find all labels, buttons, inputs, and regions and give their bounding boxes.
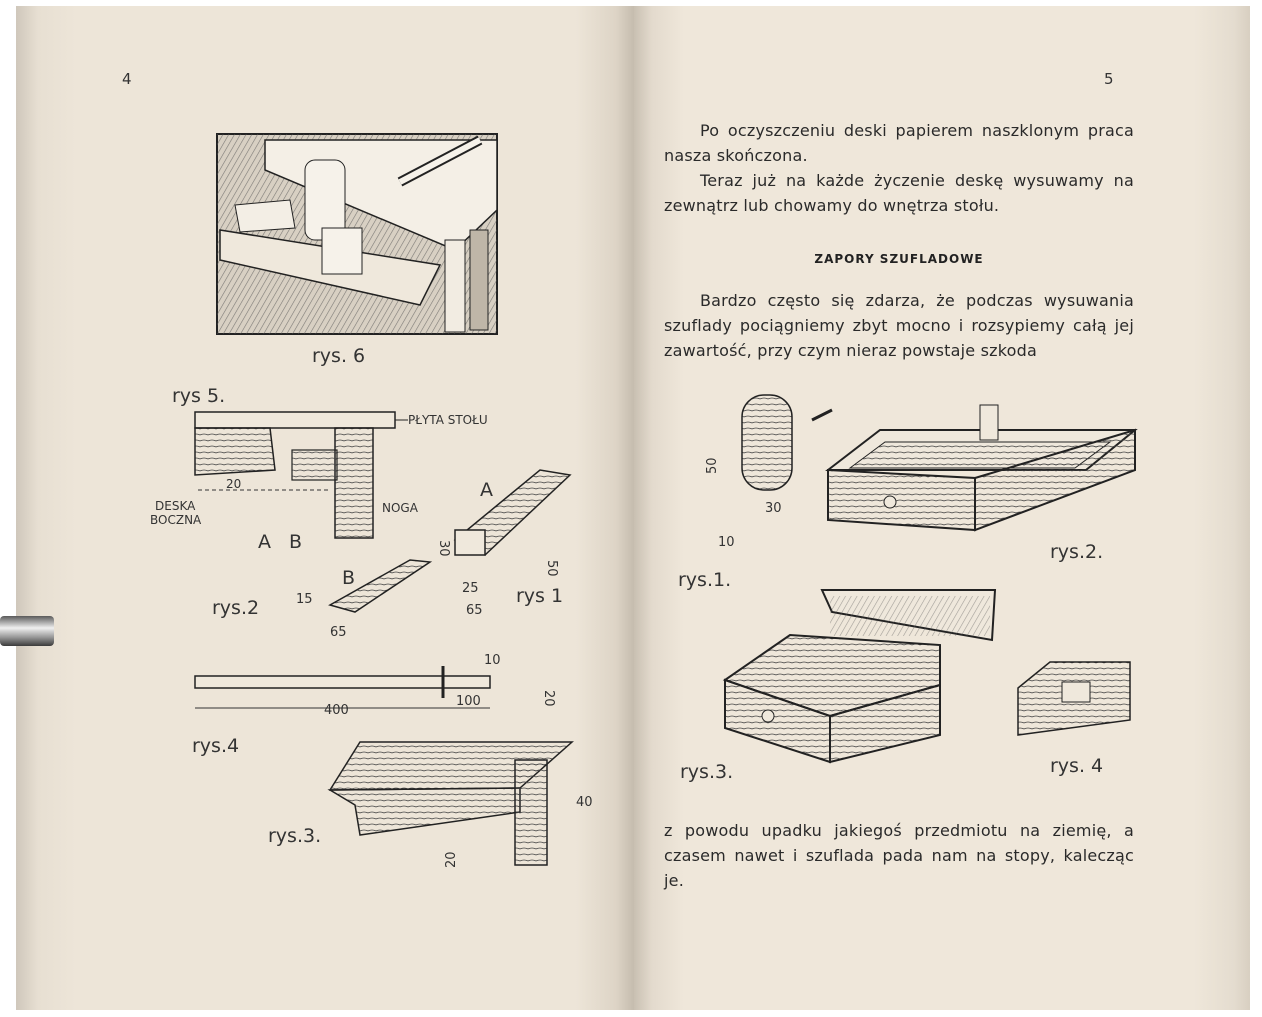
figure-4-right-illustration: rys. 4 bbox=[1017, 661, 1131, 777]
figure-1-right-illustration: 50 30 10 rys.1. bbox=[678, 394, 833, 591]
label-b2: B bbox=[342, 567, 355, 589]
paragraph-1: Po oczyszczeniu deski papierem naszklony… bbox=[664, 121, 1134, 165]
plyta-label: PŁYTA STOŁU bbox=[408, 413, 488, 427]
dim-30: 30 bbox=[436, 540, 451, 557]
dim-10-right: 10 bbox=[718, 535, 735, 550]
figure-1-left-illustration: A 30 50 25 65 rys 1 bbox=[436, 469, 572, 618]
paragraph-2: Teraz już na każde życzenie deskę wysuwa… bbox=[664, 171, 1134, 215]
fig3-caption-left: rys.3. bbox=[268, 825, 321, 847]
page-number-left: 4 bbox=[122, 70, 132, 88]
dim-10: 10 bbox=[484, 653, 501, 668]
figure-2-left-illustration: rys.2 B 15 65 bbox=[212, 559, 433, 640]
noga-label: NOGA bbox=[382, 501, 419, 515]
dim-20-bottom: 20 bbox=[444, 851, 459, 868]
deska-label-1: DESKA bbox=[155, 499, 196, 513]
figure-5-illustration: rys 5. PŁYTA STOŁU 20 DESKA BOCZNA NOGA … bbox=[150, 385, 488, 553]
dim-20-rot: 20 bbox=[541, 690, 556, 707]
dim-65a: 65 bbox=[466, 603, 483, 618]
dim-20-small: 20 bbox=[226, 477, 241, 491]
figure-2-right-illustration: rys.2. bbox=[825, 404, 1138, 563]
dim-50-right: 50 bbox=[705, 457, 720, 474]
dim-15: 15 bbox=[296, 592, 313, 607]
fig2-caption-right: rys.2. bbox=[1050, 541, 1103, 563]
dim-50: 50 bbox=[544, 560, 559, 577]
dim-100: 100 bbox=[456, 694, 481, 709]
figure-3-left-illustration: rys.3. 40 20 bbox=[268, 741, 593, 868]
paragraph-3: Bardzo często się zdarza, że podczas wys… bbox=[664, 291, 1134, 360]
fig1-caption-left: rys 1 bbox=[516, 585, 563, 607]
paragraph-4: z powodu upadku jakiegoś przedmiotu na z… bbox=[664, 821, 1134, 890]
dim-65b: 65 bbox=[330, 625, 347, 640]
fig4-caption-left: rys.4 bbox=[192, 735, 239, 757]
fig4-caption-right: rys. 4 bbox=[1050, 755, 1103, 777]
label-a: A bbox=[258, 531, 271, 553]
figure-4-left-illustration: 10 20 400 100 rys.4 bbox=[192, 653, 556, 757]
page-number-right: 5 bbox=[1104, 70, 1114, 88]
label-a2: A bbox=[480, 479, 493, 501]
fig6-caption: rys. 6 bbox=[312, 345, 365, 367]
label-b: B bbox=[289, 531, 302, 553]
fig1-caption-right: rys.1. bbox=[678, 569, 731, 591]
figure-6-illustration bbox=[216, 133, 498, 335]
dim-30-right: 30 bbox=[765, 501, 782, 516]
dim-40: 40 bbox=[576, 795, 593, 810]
dim-25: 25 bbox=[462, 581, 479, 596]
binder-clip bbox=[0, 616, 54, 646]
deska-label-2: BOCZNA bbox=[150, 513, 202, 527]
dim-400: 400 bbox=[324, 703, 349, 718]
fig2-caption-left: rys.2 bbox=[212, 597, 259, 619]
fig3-caption-right: rys.3. bbox=[680, 761, 733, 783]
fig5-caption: rys 5. bbox=[172, 385, 225, 407]
section-heading: ZAPORY SZUFLADOWE bbox=[814, 252, 984, 266]
figure-3-right-illustration: rys.3. bbox=[680, 589, 997, 783]
